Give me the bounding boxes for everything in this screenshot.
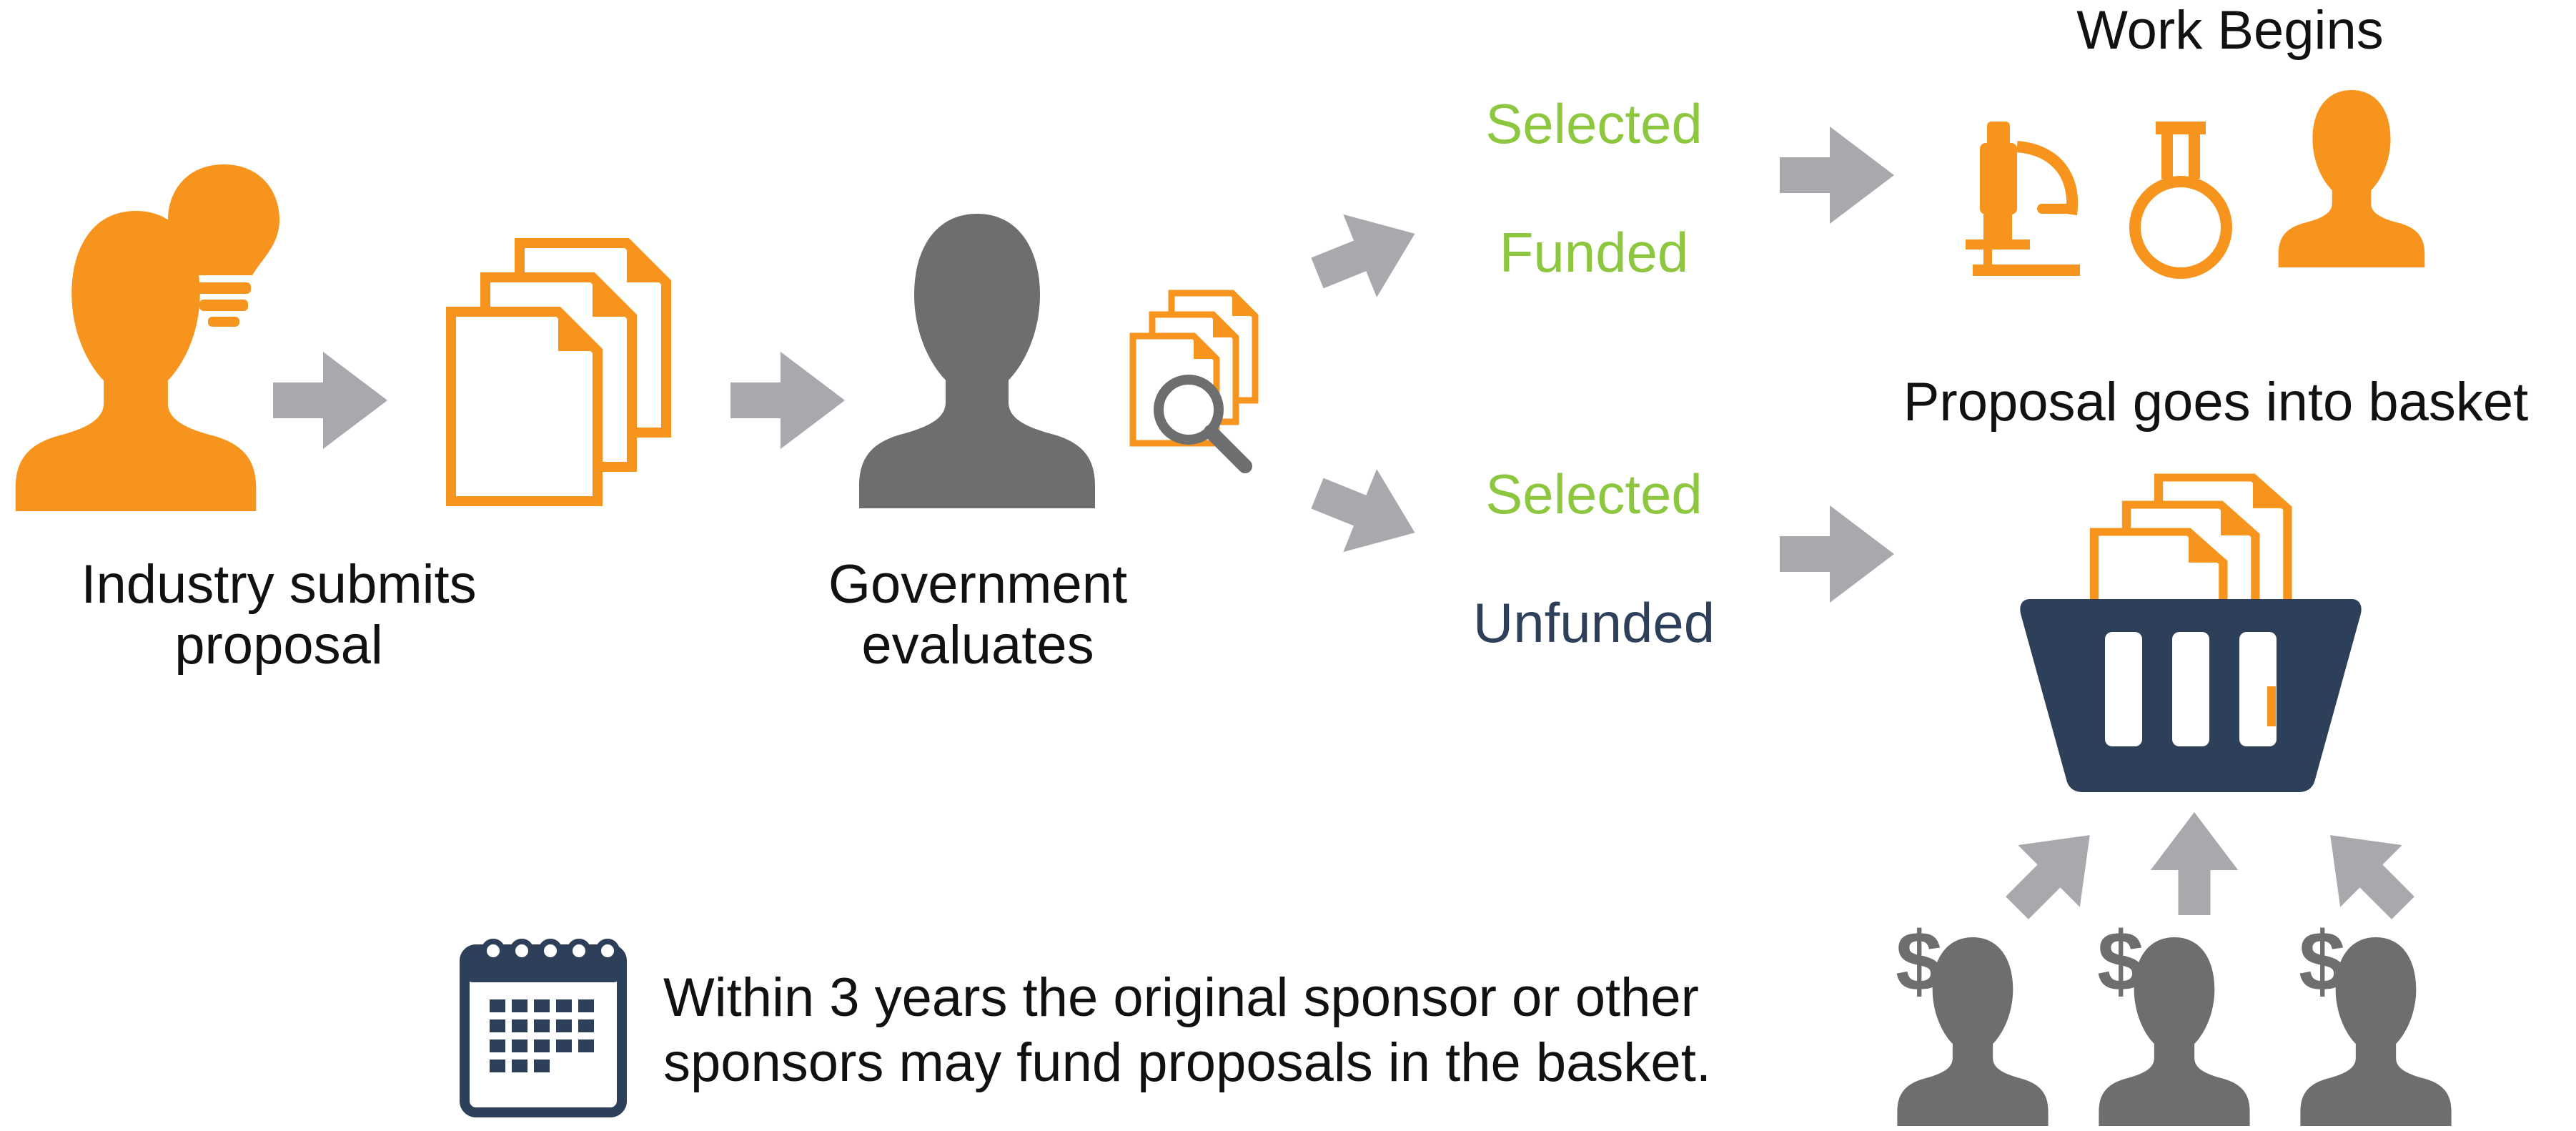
arrow-icon xyxy=(2150,812,2239,915)
industry-step-line2: proposal xyxy=(174,615,383,676)
magnifier-icon xyxy=(1154,375,1252,473)
government-step-line2: evaluates xyxy=(861,615,1094,676)
funded-selected-label: Selected xyxy=(1485,92,1703,155)
industry-step-label: Industry submits proposal xyxy=(57,554,500,676)
basket-heading: Proposal goes into basket xyxy=(1903,372,2529,433)
arrow-icon xyxy=(1780,505,1894,603)
arrow-icon xyxy=(1780,127,1894,224)
basket-icon xyxy=(2020,599,2362,792)
arrow-icon xyxy=(273,352,387,449)
basket-note: Within 3 years the original sponsor or o… xyxy=(663,965,1878,1095)
flask-icon xyxy=(2129,122,2232,279)
arrow-icon xyxy=(730,352,845,449)
government-step-line1: Government xyxy=(828,554,1128,615)
work-begins-heading: Work Begins xyxy=(2076,0,2384,61)
industry-step-line1: Industry submits xyxy=(81,554,477,615)
arrow-icon xyxy=(1300,451,1432,575)
microscope-icon xyxy=(1966,122,2080,276)
calendar-icon xyxy=(460,939,627,1117)
lightbulb-icon xyxy=(168,164,279,327)
unfunded-selected-label: Selected xyxy=(1485,463,1703,525)
dollar-icon: $ xyxy=(2299,914,2346,1009)
dollar-icon: $ xyxy=(1896,914,1943,1009)
funded-label: Funded xyxy=(1499,221,1689,284)
basket-note-line2: sponsors may fund proposals in the baske… xyxy=(663,1032,1711,1094)
government-step-label: Government evaluates xyxy=(763,554,1192,676)
arrow-icon xyxy=(1300,192,1432,315)
basket-note-line1: Within 3 years the original sponsor or o… xyxy=(663,967,1699,1028)
dollar-icon: $ xyxy=(2097,914,2144,1009)
worker-person-icon xyxy=(2278,90,2425,267)
unfunded-label: Unfunded xyxy=(1472,591,1715,654)
government-person-icon xyxy=(859,214,1095,508)
documents-icon xyxy=(451,243,666,501)
